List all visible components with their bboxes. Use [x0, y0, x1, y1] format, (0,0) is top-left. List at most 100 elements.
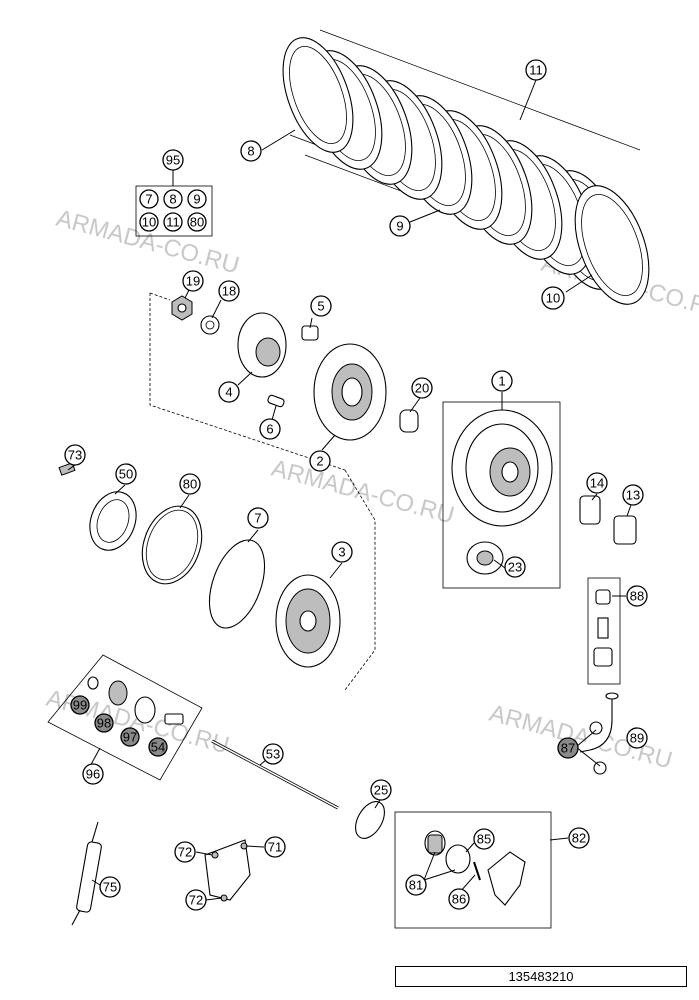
callout-5: 5	[310, 295, 332, 317]
svg-text:5: 5	[317, 299, 324, 314]
push-rod	[211, 739, 339, 810]
callout-18: 18	[218, 280, 240, 302]
svg-text:95: 95	[166, 153, 180, 168]
callout-3: 3	[331, 541, 353, 563]
svg-text:23: 23	[508, 560, 522, 575]
o-ring	[208, 539, 266, 629]
svg-text:86: 86	[452, 892, 466, 907]
plate	[574, 185, 650, 305]
clutch-basket-group	[442, 401, 561, 589]
callout-25: 25	[370, 779, 392, 801]
thrust-washer	[399, 409, 419, 433]
kit-item: 9	[193, 192, 200, 207]
svg-text:73: 73	[68, 448, 82, 463]
svg-text:18: 18	[222, 284, 236, 299]
svg-text:97: 97	[123, 730, 137, 745]
o-ring-25	[355, 801, 385, 839]
callout-81: 81	[405, 874, 427, 896]
callout-72: 72	[174, 841, 196, 863]
kit-item: 10	[142, 215, 156, 230]
svg-text:99: 99	[73, 698, 87, 713]
callout-23: 23	[504, 556, 526, 578]
svg-text:72: 72	[178, 845, 192, 860]
callout-8: 8	[240, 140, 262, 162]
svg-text:19: 19	[186, 274, 200, 289]
slave-cylinder-group	[394, 811, 552, 929]
svg-text:98: 98	[97, 716, 111, 731]
callout-1: 1	[491, 370, 513, 392]
callout-72b: 72	[185, 889, 207, 911]
svg-text:10: 10	[546, 291, 560, 306]
callout-20: 20	[411, 377, 433, 399]
callout-14: 14	[586, 472, 608, 494]
svg-text:14: 14	[590, 476, 604, 491]
kit-item: 8	[169, 192, 176, 207]
svg-text:82: 82	[572, 831, 586, 846]
svg-text:53: 53	[266, 747, 280, 762]
callout-7: 7	[247, 507, 269, 529]
kit-item: 7	[145, 192, 152, 207]
svg-text:9: 9	[396, 219, 403, 234]
svg-text:89: 89	[630, 731, 644, 746]
callout-82: 82	[568, 827, 590, 849]
svg-text:75: 75	[103, 880, 117, 895]
callout-80: 80	[179, 473, 201, 495]
svg-text:11: 11	[529, 63, 543, 78]
kit-item: 11	[166, 215, 180, 230]
callout-89: 89	[626, 727, 648, 749]
svg-text:7: 7	[254, 511, 261, 526]
svg-text:71: 71	[268, 840, 282, 855]
callout-13: 13	[622, 484, 644, 506]
watermark: ARMADA-CO.RU	[43, 685, 232, 760]
bushings	[579, 495, 637, 545]
watermark: ARMADA-CO.RU	[268, 455, 457, 530]
callout-98: 98	[94, 713, 114, 733]
clutch-plate-stack	[282, 29, 650, 305]
callout-71: 71	[264, 836, 286, 858]
callout-54: 54	[148, 737, 168, 757]
svg-text:1: 1	[498, 374, 505, 389]
pressure-plate-group	[58, 462, 376, 691]
slave-cylinder	[487, 851, 526, 906]
callout-85: 85	[473, 828, 495, 850]
kit-96-group	[47, 654, 203, 781]
kit-box: 7 8 9 10 11 80	[135, 170, 213, 237]
plate	[282, 37, 354, 153]
spring-disc	[89, 491, 137, 551]
callout-95: 95	[162, 149, 184, 171]
leader-lines	[67, 79, 632, 901]
svg-text:20: 20	[415, 381, 429, 396]
callout-50: 50	[115, 463, 137, 485]
svg-text:85: 85	[477, 832, 491, 847]
callout-11: 11	[525, 59, 547, 81]
lock-washer	[200, 315, 220, 335]
callout-53: 53	[262, 743, 284, 765]
clutch-disc	[141, 505, 203, 585]
kit-item: 80	[190, 215, 204, 230]
callout-97: 97	[120, 727, 140, 747]
callout-6: 6	[259, 418, 281, 440]
callout-86: 86	[448, 888, 470, 910]
svg-text:25: 25	[374, 783, 388, 798]
inner-hub-group	[149, 292, 419, 471]
svg-text:6: 6	[266, 422, 273, 437]
callout-75: 75	[99, 876, 121, 898]
drawing-number: 135483210	[395, 966, 687, 987]
hose-fitting	[579, 692, 619, 775]
svg-text:3: 3	[338, 545, 345, 560]
svg-text:88: 88	[630, 589, 644, 604]
svg-text:8: 8	[247, 144, 254, 159]
fitting-group	[587, 577, 621, 685]
callout-2: 2	[309, 450, 331, 472]
svg-text:80: 80	[183, 477, 197, 492]
grease-syringe	[71, 821, 102, 926]
svg-text:13: 13	[626, 488, 640, 503]
callout-4: 4	[218, 381, 240, 403]
svg-text:4: 4	[225, 385, 232, 400]
svg-text:96: 96	[86, 767, 100, 782]
svg-text:81: 81	[409, 878, 423, 893]
svg-text:87: 87	[561, 741, 575, 756]
spring-cup	[301, 325, 319, 341]
svg-text:50: 50	[119, 467, 133, 482]
